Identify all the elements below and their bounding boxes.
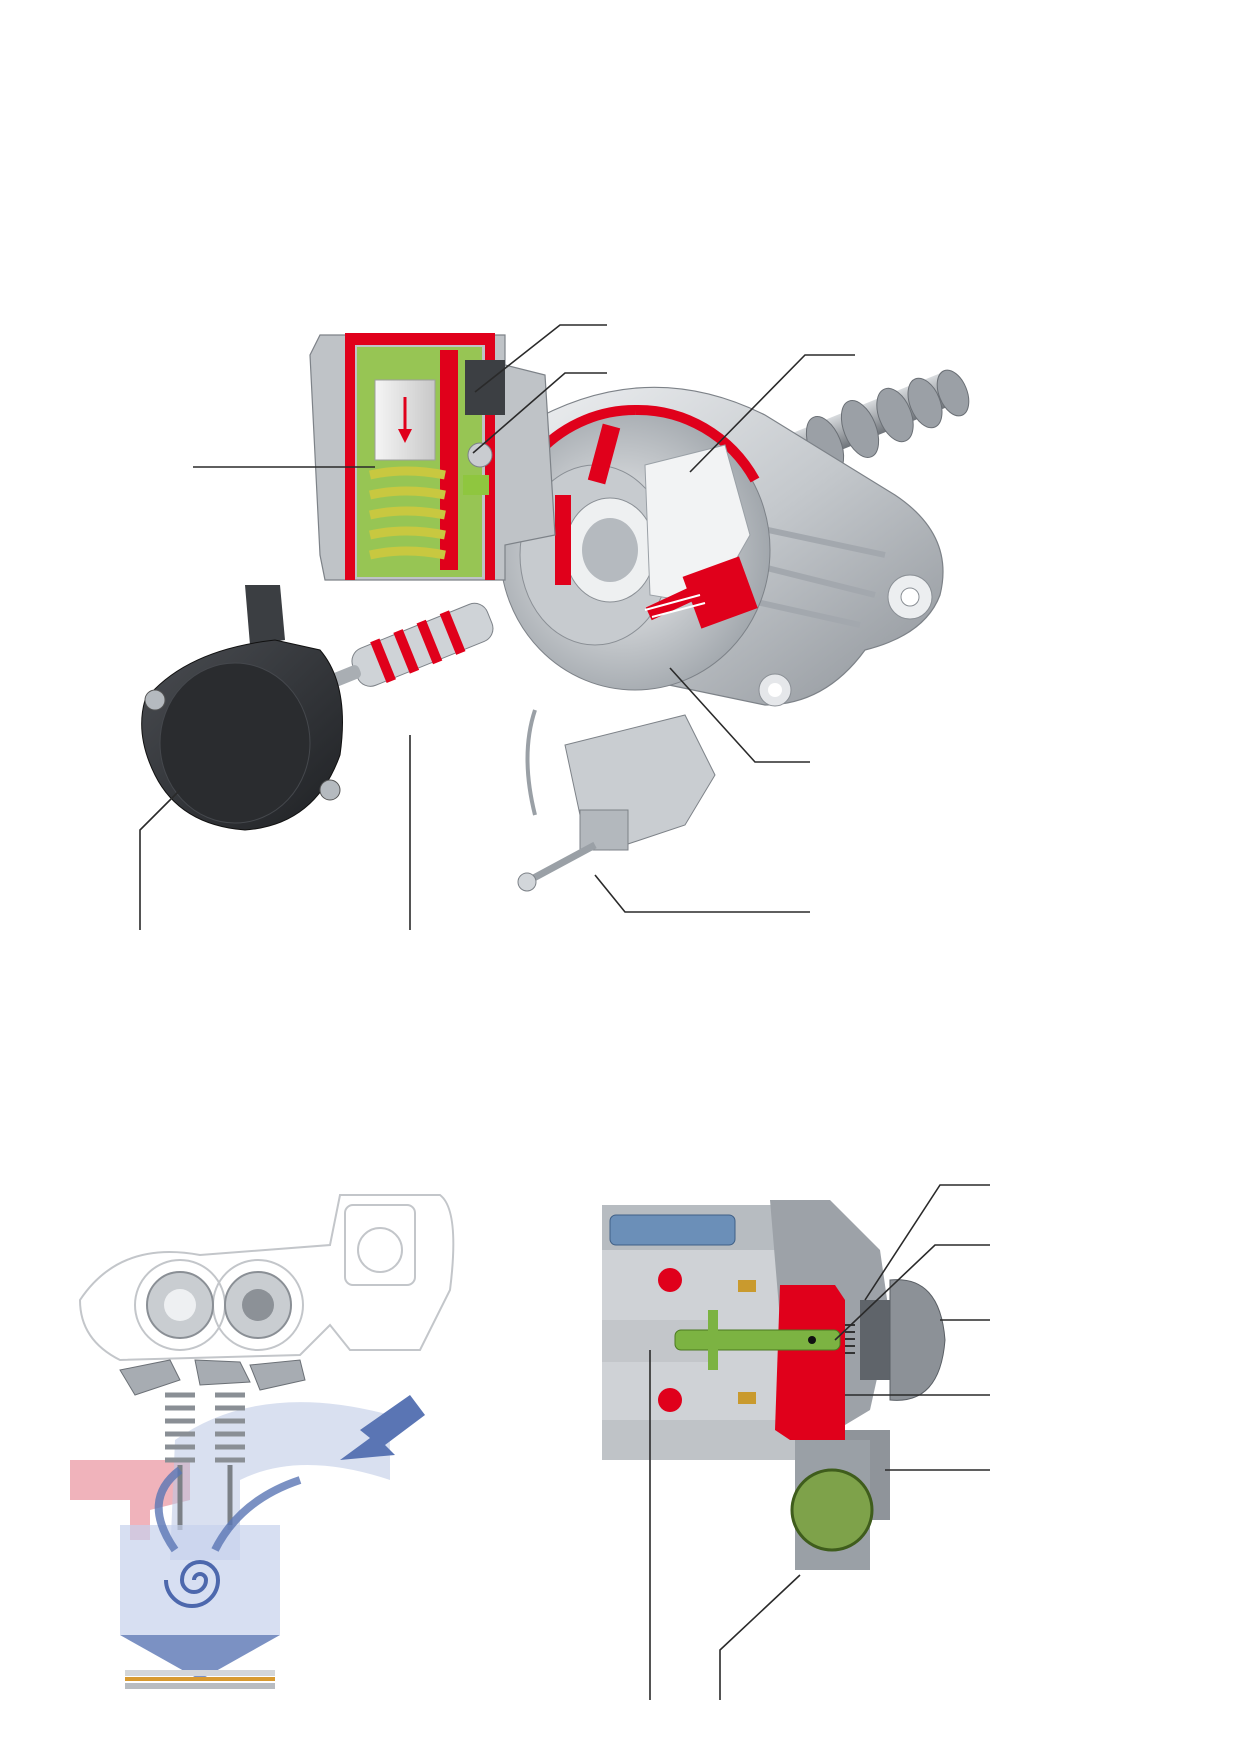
rocker-arms [119, 1359, 306, 1396]
valve-cross-section-illustration [602, 1184, 990, 1700]
camshaft-adjuster-illustration [139, 324, 970, 930]
camshaft-adjuster-cutaway-figure [125, 305, 1090, 987]
valve-stems [177, 1465, 233, 1530]
valve-springs [165, 1392, 245, 1463]
locking-pin-detail [517, 709, 716, 892]
intake-swirl-figure [0, 1180, 520, 1700]
leader-lines [139, 324, 855, 930]
cam-gears [146, 1271, 292, 1339]
end-spring [845, 1279, 946, 1401]
red-piston [775, 1285, 845, 1440]
down-flow-arrow [120, 1635, 280, 1680]
valve-cross-section-figure [590, 1180, 1050, 1700]
exhaust-port [70, 1460, 190, 1540]
intake-swirl-illustration [70, 1194, 455, 1689]
oil-accumulator [309, 333, 556, 581]
seals [738, 1280, 756, 1404]
green-cylinder [790, 1440, 874, 1570]
cylinder-chamber [120, 1525, 280, 1635]
section-leader-lines [649, 1184, 990, 1700]
blue-arrow-icon [340, 1395, 425, 1460]
intake-port [170, 1402, 390, 1560]
red-down-arrow-icon [398, 397, 412, 443]
piston-rings [125, 1670, 275, 1689]
camshaft-sensor [141, 585, 343, 831]
solenoid-valve [330, 602, 494, 687]
o-rings [658, 1268, 682, 1412]
swirl-pattern [164, 1560, 221, 1608]
vane-rotor [495, 404, 771, 691]
green-spool [674, 1310, 841, 1370]
